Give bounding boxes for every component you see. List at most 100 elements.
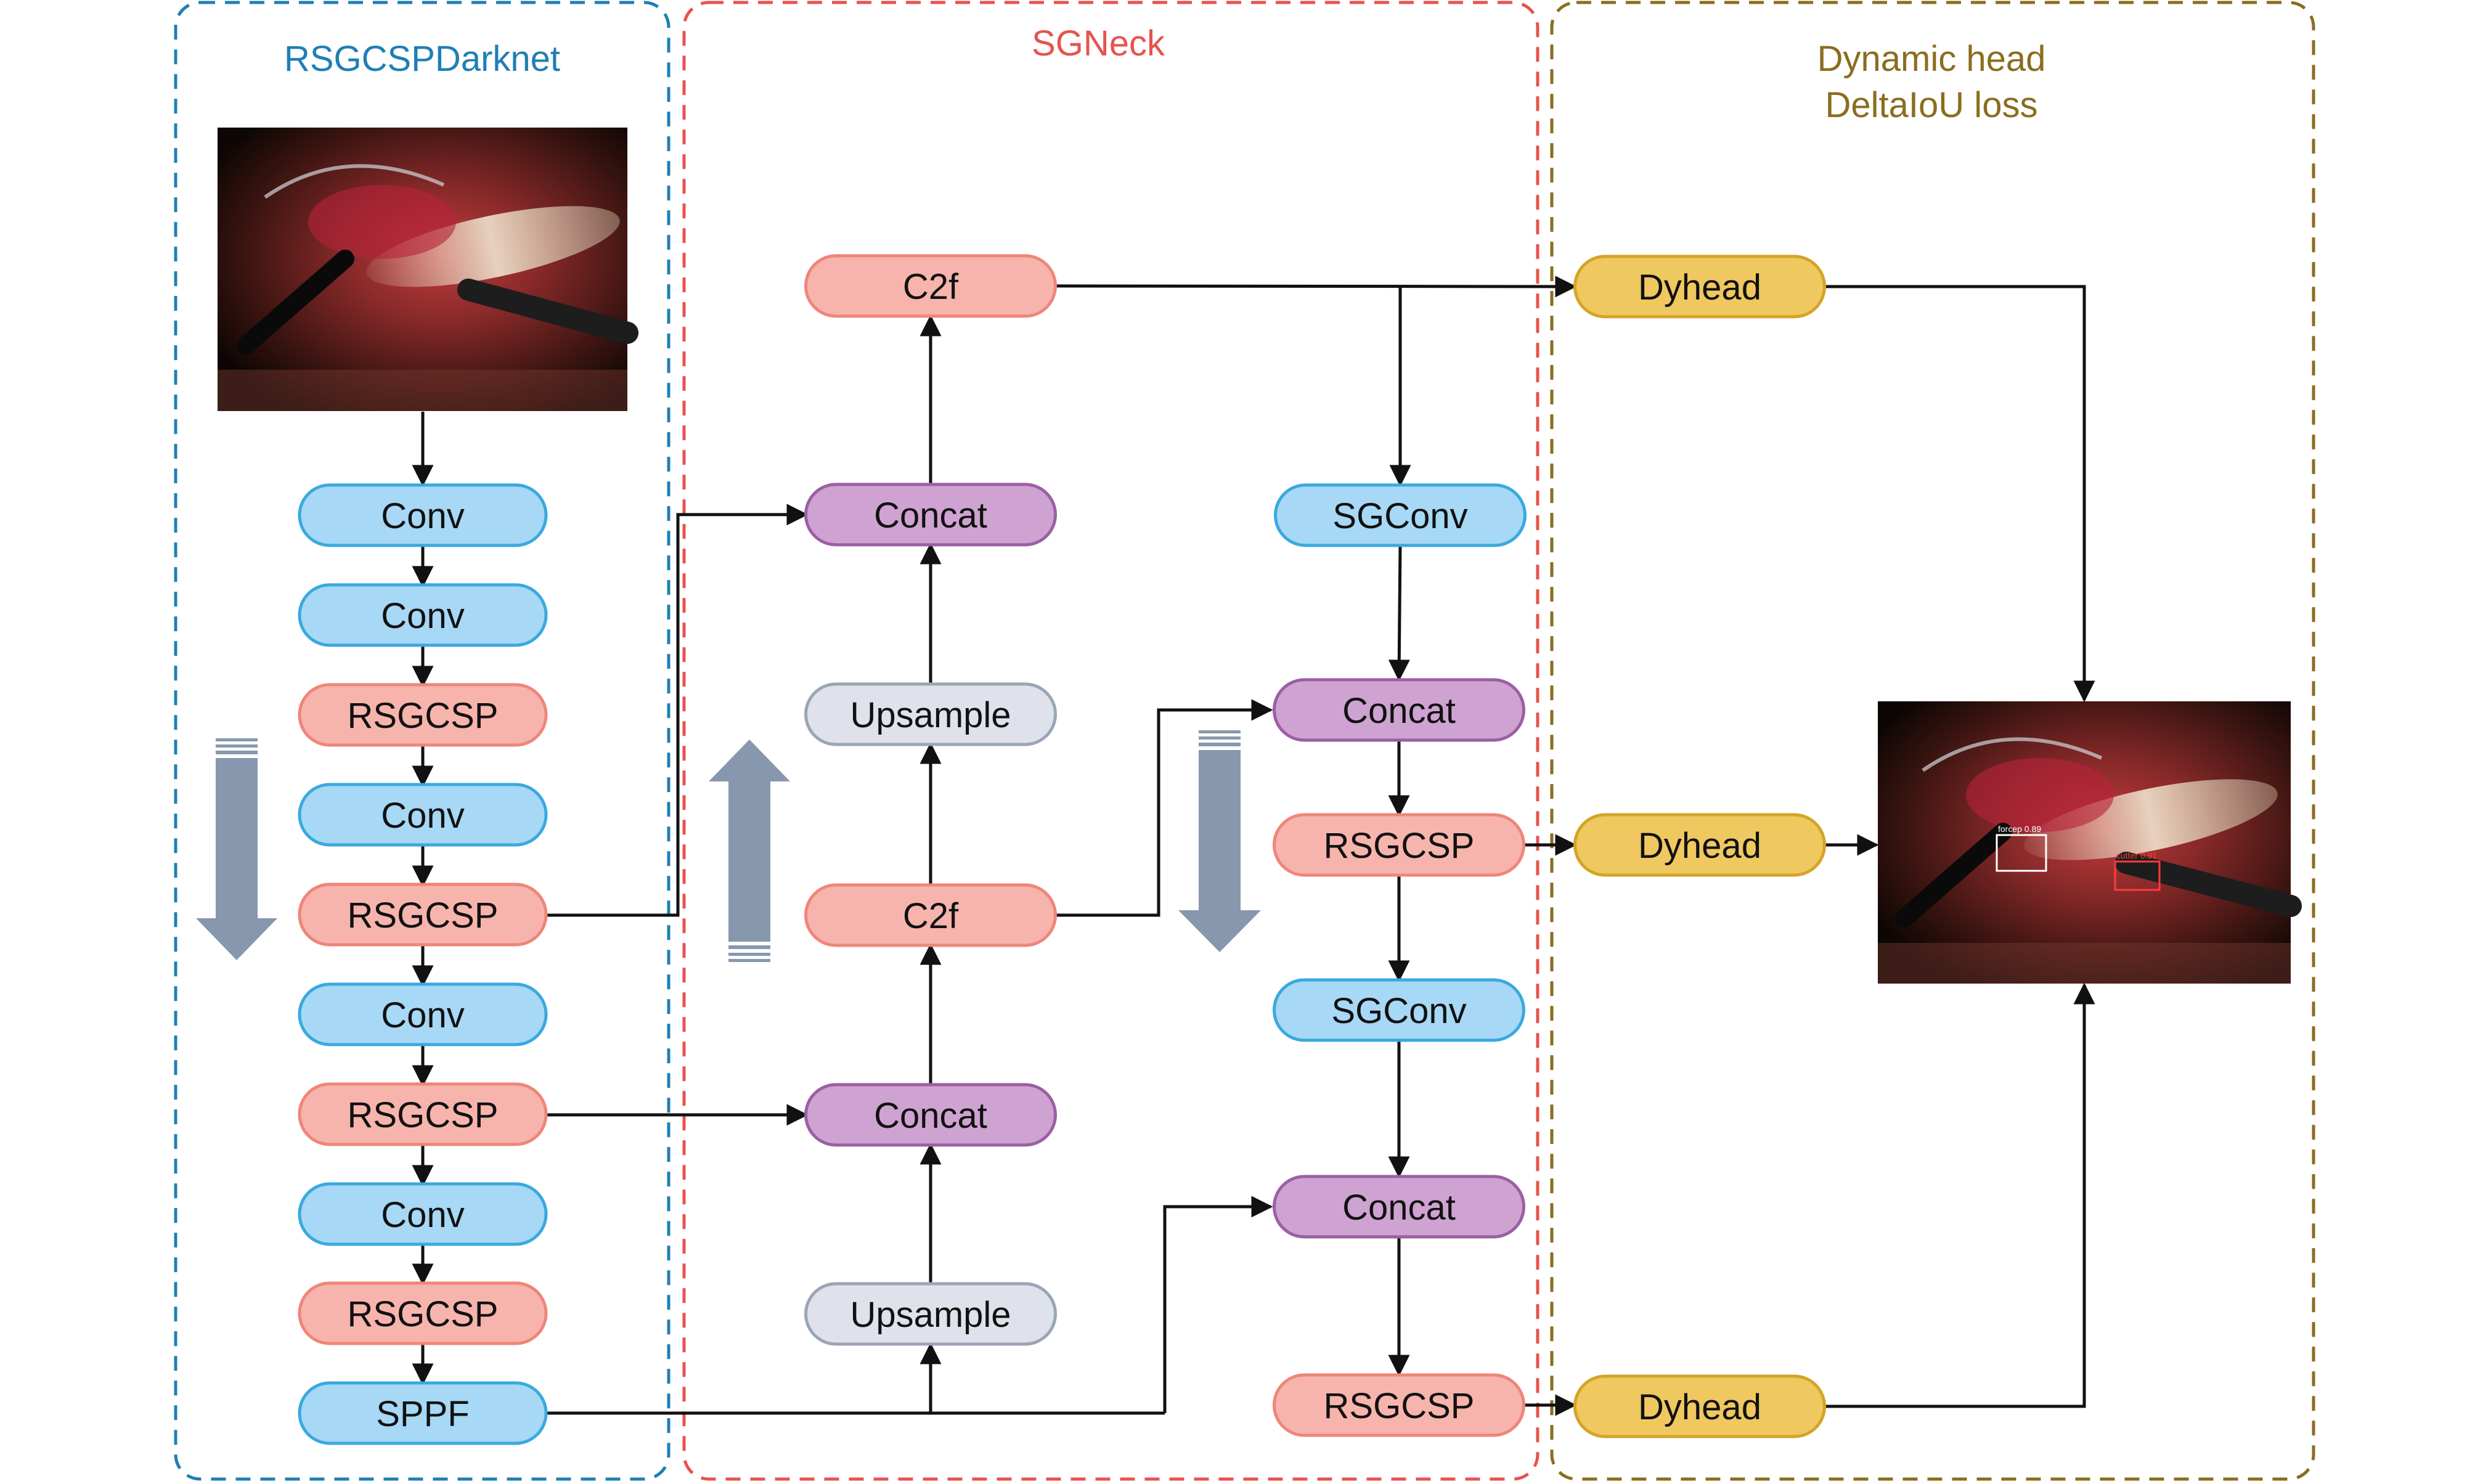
node-h1: Dyhead: [1573, 255, 1826, 319]
detection-label-cutter: cutter 0.91: [2116, 850, 2157, 860]
node-label: RSGCSP: [348, 895, 499, 936]
head-title-line2: DeltaIoU loss: [1825, 85, 2038, 125]
node-box: [298, 1381, 548, 1445]
node-b5: RSGCSP: [298, 883, 548, 947]
node-n_concat1: Concat: [804, 483, 1057, 547]
node-box: [298, 1281, 548, 1345]
node-n_concat4: Concat: [1273, 1175, 1525, 1239]
detection-box-forcep: [1996, 834, 2047, 872]
nodes: ConvConvRSGCSPConvRSGCSPConvRSGCSPConvRS…: [298, 254, 1826, 1445]
edge-sgconv1-concat3: [1388, 545, 1410, 682]
node-b10: SPPF: [298, 1381, 548, 1445]
node-label: Conv: [381, 995, 464, 1035]
node-label: RSGCSP: [348, 1095, 499, 1135]
node-box: [298, 1182, 548, 1246]
node-label: Dyhead: [1638, 826, 1761, 866]
node-n_c2f_top: C2f: [804, 254, 1057, 318]
node-label: Upsample: [850, 1295, 1011, 1335]
node-box: [804, 483, 1057, 547]
down-flow-arrow-neck: [1178, 730, 1261, 952]
node-box: [1273, 1373, 1525, 1437]
node-box: [804, 1083, 1057, 1147]
node-box: [298, 1082, 548, 1146]
node-box: [1573, 255, 1826, 319]
node-b1: Conv: [298, 483, 548, 547]
node-label: Conv: [381, 796, 464, 836]
node-box: [298, 483, 548, 547]
node-label: Concat: [1342, 1188, 1456, 1228]
node-label: Dyhead: [1638, 267, 1761, 308]
backbone-title: RSGCSPDarknet: [284, 39, 560, 79]
node-box: [804, 883, 1057, 947]
section-frames: [174, 1, 2315, 1481]
node-label: RSGCSP: [348, 1294, 499, 1334]
node-n_sgconv1: SGConv: [1274, 483, 1527, 547]
flow-arrows: [196, 730, 1261, 962]
edge-dyhead1-output: [1824, 285, 2095, 703]
node-b4: Conv: [298, 783, 548, 847]
node-box: [1273, 978, 1525, 1042]
node-n_rsgcsp2: RSGCSP: [1273, 1373, 1525, 1437]
node-n_up1: Upsample: [804, 682, 1057, 746]
head-title-line1: Dynamic head: [1817, 39, 2046, 79]
up-flow-arrow-neck: [709, 740, 790, 962]
neck-title: SGNeck: [1032, 23, 1165, 63]
backbone-frame: [174, 1, 671, 1481]
node-label: Conv: [381, 496, 464, 536]
section-titles: RSGCSPDarknet SGNeck Dynamic head DeltaI…: [284, 23, 2045, 125]
edge-dyhead3-output: [1824, 982, 2095, 1408]
node-label: RSGCSP: [348, 696, 499, 736]
node-label: Concat: [874, 1096, 987, 1136]
node-b7: RSGCSP: [298, 1082, 548, 1146]
node-box: [1573, 813, 1826, 877]
node-label: SPPF: [376, 1394, 470, 1434]
node-n_concat3: Concat: [1273, 678, 1525, 742]
detection-label-forcep: forcep 0.89: [1998, 824, 2041, 834]
node-box: [1273, 678, 1525, 742]
node-label: RSGCSP: [1324, 1386, 1475, 1426]
node-box: [804, 682, 1057, 746]
node-box: [1274, 483, 1527, 547]
neck-frame: [682, 1, 1539, 1481]
node-box: [298, 982, 548, 1046]
node-n_rsgcsp1: RSGCSP: [1273, 813, 1525, 877]
node-box: [298, 883, 548, 947]
edge-b10-concat4: [1163, 1196, 1273, 1413]
node-box: [804, 1282, 1057, 1346]
node-label: RSGCSP: [1324, 826, 1475, 866]
edge-c2ftop-dyhead1: [1055, 275, 1577, 298]
node-label: C2f: [903, 267, 959, 307]
head-frame: [1550, 1, 2315, 1481]
node-box: [1273, 813, 1525, 877]
node-n_concat2: Concat: [804, 1083, 1057, 1147]
node-h2: Dyhead: [1573, 813, 1826, 877]
node-label: Conv: [381, 596, 464, 636]
node-box: [298, 683, 548, 747]
input-image: [218, 128, 638, 411]
output-image: forcep 0.89 cutter 0.91: [1878, 701, 2302, 984]
down-flow-arrow-backbone: [196, 738, 277, 960]
node-n_up2: Upsample: [804, 1282, 1057, 1346]
node-n_c2f_mid: C2f: [804, 883, 1057, 947]
node-label: SGConv: [1332, 496, 1467, 536]
node-box: [1273, 1175, 1525, 1239]
node-box: [1573, 1374, 1826, 1438]
node-box: [298, 583, 548, 647]
node-label: Concat: [874, 495, 987, 536]
node-label: C2f: [903, 896, 959, 936]
node-b3: RSGCSP: [298, 683, 548, 747]
edge-c2fmid-concat3: [1056, 699, 1273, 917]
connectors: [412, 275, 2095, 1416]
node-b6: Conv: [298, 982, 548, 1046]
edge-b5-concat1: [547, 504, 809, 917]
detection-box-cutter: [2114, 860, 2161, 891]
node-box: [804, 254, 1057, 318]
node-label: Concat: [1342, 691, 1456, 731]
node-label: Conv: [381, 1195, 464, 1235]
node-b8: Conv: [298, 1182, 548, 1246]
node-label: Dyhead: [1638, 1387, 1761, 1427]
node-label: SGConv: [1331, 991, 1466, 1031]
node-box: [298, 783, 548, 847]
node-b9: RSGCSP: [298, 1281, 548, 1345]
